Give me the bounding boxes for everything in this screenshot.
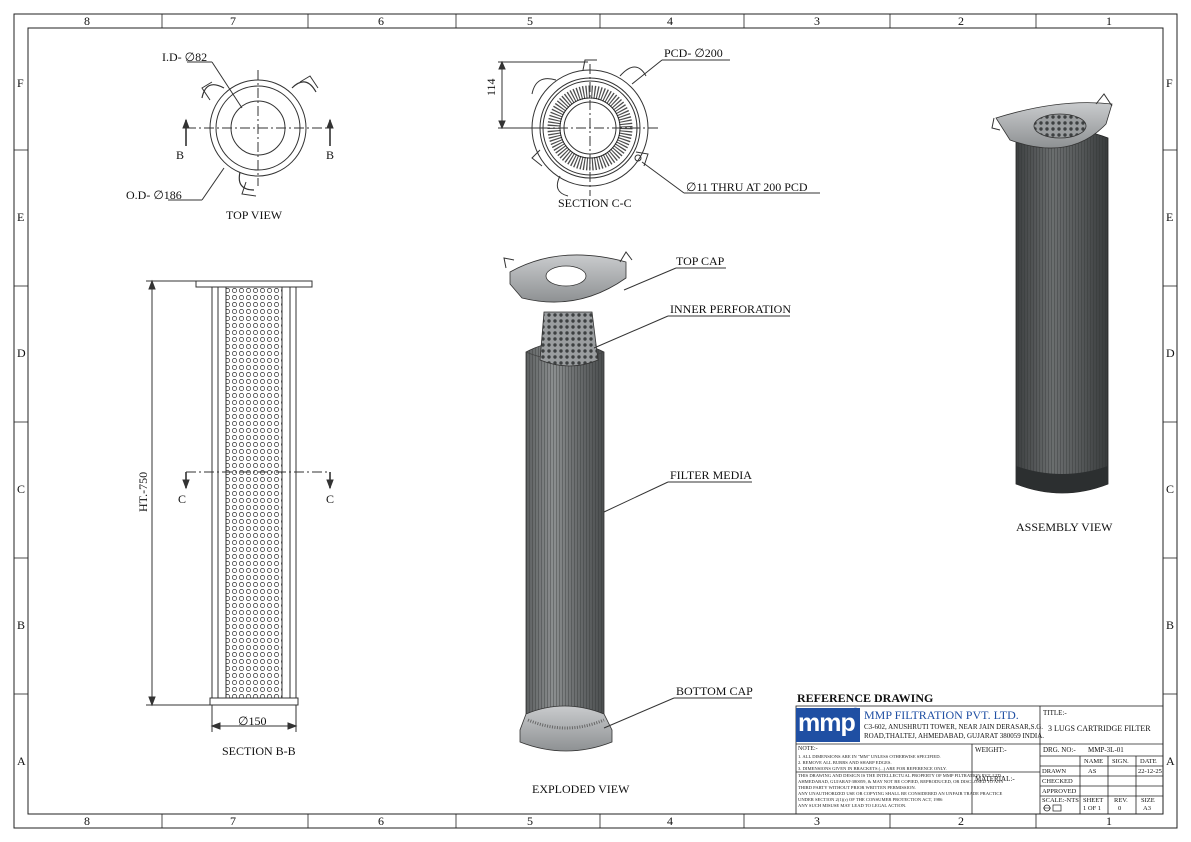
section-bb-drawing xyxy=(146,279,334,732)
grid-col-6-bottom: 6 xyxy=(378,814,384,828)
scale-label: SCALE:-NTS xyxy=(1042,797,1079,804)
note-label: NOTE:- xyxy=(798,746,818,752)
disclaimer-line-4: ANY UNAUTHORIZED USE OR COPYING SHALL BE… xyxy=(798,791,1003,796)
grid-col-8: 8 xyxy=(84,14,90,28)
table-header-sign: SIGN. xyxy=(1112,758,1129,765)
grid-col-4: 4 xyxy=(667,14,673,28)
section-mark-b-left: B xyxy=(176,148,185,162)
reference-drawing-heading: REFERENCE DRAWING xyxy=(797,691,934,705)
note-line-1: 1. ALL DIMENSIONS ARE IN "MM" UNLESS OTH… xyxy=(798,754,941,759)
top-view-id-label: I.D- ∅82 xyxy=(162,50,208,64)
disclaimer-line-2: AHMEDABAD, GUJARAT-380059, & MAY NOT BE … xyxy=(798,779,1004,784)
grid-row-d: D xyxy=(17,346,26,360)
company-name: MMP FILTRATION PVT. LTD. xyxy=(864,708,1019,722)
section-bb-title: SECTION B-B xyxy=(222,744,296,758)
grid-row-a-right: A xyxy=(1166,754,1175,768)
drawn-date: 22-12-25 xyxy=(1138,768,1162,775)
section-cc-title: SECTION C-C xyxy=(558,196,632,210)
grid-row-c: C xyxy=(17,482,26,496)
title-label: TITLE:- xyxy=(1043,709,1067,717)
grid-row-e: E xyxy=(17,210,25,224)
grid-col-4-bottom: 4 xyxy=(667,814,673,828)
grid-col-5: 5 xyxy=(527,14,533,28)
exploded-view-title: EXPLODED VIEW xyxy=(532,782,630,796)
logo-registered-mark: ® xyxy=(852,706,859,716)
grid-row-c-right: C xyxy=(1166,482,1175,496)
rev-label: REV. xyxy=(1114,797,1128,804)
grid-col-3-bottom: 3 xyxy=(814,814,820,828)
height-label: HT.-750 xyxy=(136,471,150,512)
size-label: SIZE xyxy=(1141,797,1155,804)
grid-row-f: F xyxy=(17,76,24,90)
approved-label: APPROVED xyxy=(1042,788,1077,795)
size-value: A3 xyxy=(1143,805,1151,812)
drg-no-value: MMP-3L-01 xyxy=(1088,746,1124,754)
title-block-lines xyxy=(795,705,1164,815)
section-mark-c-right: C xyxy=(326,492,335,506)
grid-col-1-bottom: 1 xyxy=(1106,814,1112,828)
hole-label: ∅11 THRU AT 200 PCD xyxy=(686,180,808,194)
grid-row-b: B xyxy=(17,618,26,632)
material-label: MATERIAL:- xyxy=(975,775,1015,783)
assembly-view-title: ASSEMBLY VIEW xyxy=(1016,520,1113,534)
height-114-label: 114 xyxy=(484,78,498,96)
assembly-view-drawing xyxy=(991,93,1113,494)
grid-row-e-right: E xyxy=(1166,210,1174,224)
disclaimer-line-3: THIRD PARTY WITHOUT PRIOR WRITTEN PERMIS… xyxy=(798,785,916,790)
section-cc-drawing xyxy=(498,59,820,197)
grid-row-d-right: D xyxy=(1166,346,1175,360)
grid-row-b-right: B xyxy=(1166,618,1175,632)
grid-row-a: A xyxy=(17,754,26,768)
note-line-3: 3. DIMENSIONS GIVEN IN BRACKETS (...) AR… xyxy=(798,766,947,771)
top-view-title: TOP VIEW xyxy=(226,208,283,222)
drg-no-label: DRG. NO:- xyxy=(1043,746,1076,754)
top-view-drawing xyxy=(168,61,334,201)
logo-badge xyxy=(796,708,860,742)
disclaimer-line-6: ANY SUCH MISUSE MAY LEAD TO LEGAL ACTION… xyxy=(798,803,907,808)
sheet-label: SHEET xyxy=(1083,797,1104,804)
table-header-date: DATE xyxy=(1140,758,1157,765)
callout-bottom-cap: BOTTOM CAP xyxy=(676,684,753,698)
checked-label: CHECKED xyxy=(1042,778,1073,785)
grid-col-6: 6 xyxy=(378,14,384,28)
rev-value: 0 xyxy=(1118,805,1122,812)
grid-col-1: 1 xyxy=(1106,14,1112,28)
disclaimer-line-1: THIS DRAWING AND DESIGN IS THE INTELLECT… xyxy=(798,773,1004,778)
callout-filter-media: FILTER MEDIA xyxy=(670,468,752,482)
grid-col-7: 7 xyxy=(230,14,236,28)
grid-col-2-bottom: 2 xyxy=(958,814,964,828)
grid-col-5-bottom: 5 xyxy=(527,814,533,828)
disclaimer-line-5: UNDER SECTION 2(1)(r) OF THE CONSUMER PR… xyxy=(798,797,943,802)
section-mark-b-right: B xyxy=(326,148,335,162)
callout-inner-perforation: INNER PERFORATION xyxy=(670,302,792,316)
grid-col-3: 3 xyxy=(814,14,820,28)
callout-top-cap: TOP CAP xyxy=(676,254,725,268)
section-mark-c-left: C xyxy=(178,492,187,506)
grid-col-2: 2 xyxy=(958,14,964,28)
top-view-od-label: O.D- ∅186 xyxy=(126,188,182,202)
sheet-value: 1 OF 1 xyxy=(1083,805,1102,812)
title-value: 3 LUGS CARTRIDGE FILTER xyxy=(1048,724,1151,733)
weight-label: WEIGHT:- xyxy=(975,746,1007,754)
grid-row-f-right: F xyxy=(1166,76,1173,90)
drawn-name: AS xyxy=(1088,768,1097,775)
company-address-line-2: ROAD,THALTEJ, AHMEDABAD, GUJARAT 380059 … xyxy=(864,732,1045,740)
grid-col-8-bottom: 8 xyxy=(84,814,90,828)
mmp-logo: mmp xyxy=(798,709,856,737)
grid-col-7-bottom: 7 xyxy=(230,814,236,828)
dia-150-label: ∅150 xyxy=(238,714,267,728)
table-header-name: NAME xyxy=(1084,758,1104,765)
drawn-label: DRAWN xyxy=(1042,768,1067,775)
exploded-view-drawing xyxy=(503,251,790,752)
company-address-line-1: C3-602, ANUSHRUTI TOWER, NEAR JAIN DERAS… xyxy=(864,723,1044,731)
note-line-2: 2. REMOVE ALL BURRS AND SHARP EDGES. xyxy=(798,760,892,765)
pcd-label: PCD- ∅200 xyxy=(664,46,723,60)
